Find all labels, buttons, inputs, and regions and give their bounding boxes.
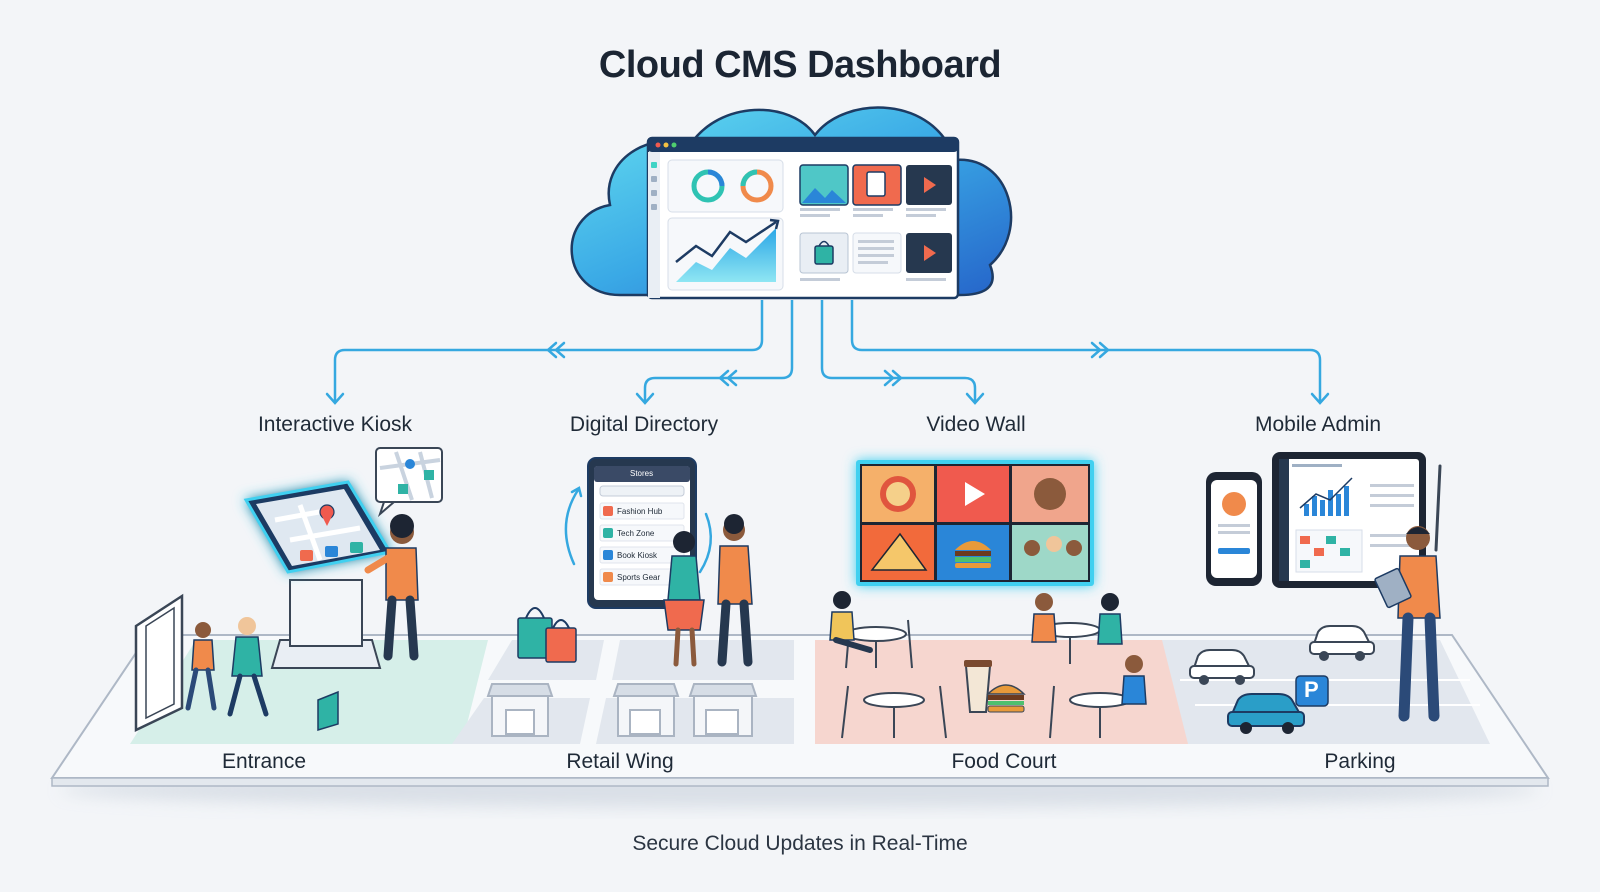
food-court-tables: [841, 619, 1131, 739]
label-parking: Parking: [1324, 750, 1396, 773]
person-icon: [663, 531, 705, 667]
footer-caption: Secure Cloud Updates in Real-Time: [632, 832, 968, 855]
label-entrance: Entrance: [221, 750, 307, 773]
person-icon: [717, 514, 753, 667]
parking-sign-letter: P: [1304, 677, 1319, 702]
directory-item-sports-gear[interactable]: Sports Gear: [617, 573, 661, 582]
bar-chart-icon: [1304, 486, 1349, 516]
donut-chart-icon: [740, 169, 774, 203]
map-bubble-icon: [375, 447, 443, 518]
label-interactive-kiosk: Interactive Kiosk: [257, 413, 413, 436]
map-pin-icon: [319, 504, 335, 526]
person-icon: [1374, 526, 1441, 722]
admin-tablet[interactable]: [1272, 452, 1426, 588]
trend-chart-icon: [675, 218, 780, 282]
digital-directory[interactable]: [587, 457, 697, 609]
directory-item-book-kiosk[interactable]: Book Kiosk: [617, 551, 658, 560]
label-food-court: Food Court: [951, 750, 1057, 773]
directory-item-tech-zone[interactable]: Tech Zone: [617, 529, 655, 538]
play-icon: [924, 177, 936, 193]
car-icon: [1189, 649, 1255, 685]
cms-dashboard-window[interactable]: [646, 136, 960, 300]
donut-chart-icon: [691, 169, 725, 203]
burger-icon: [955, 541, 991, 568]
person-icon: [1097, 593, 1123, 645]
video-wall[interactable]: [856, 460, 1094, 586]
connector-lines: [333, 300, 1322, 402]
connector-arrowheads: [325, 341, 1330, 405]
play-icon: [965, 482, 985, 506]
person-icon: [829, 591, 873, 653]
car-icon: [1227, 693, 1305, 734]
refresh-arrow-icon: [564, 486, 713, 574]
storefront-icon: [688, 683, 758, 737]
directory-header: Stores: [630, 469, 654, 478]
entrance-zone: [130, 640, 488, 744]
drink-cup-icon: [964, 660, 992, 713]
storefront-icon: [612, 683, 680, 737]
entrance-door-icon: [134, 593, 184, 732]
image-icon: [802, 188, 846, 203]
directory-item-fashion-hub[interactable]: Fashion Hub: [617, 507, 663, 516]
person-icon: [1031, 593, 1057, 643]
burger-icon: [986, 684, 1026, 713]
stylus-icon: [1434, 464, 1442, 552]
person-icon: [185, 622, 217, 711]
shopping-bag-icon: [814, 240, 834, 265]
play-icon: [924, 245, 936, 261]
person-icon: [364, 514, 419, 661]
calendar-grid: [1295, 529, 1363, 573]
car-icon: [1309, 625, 1375, 661]
shopping-bag-icon: [517, 607, 577, 663]
document-icon: [866, 171, 886, 197]
mobile-phone[interactable]: [1206, 472, 1262, 586]
label-mobile-admin: Mobile Admin: [1254, 413, 1382, 436]
page-title: Cloud CMS Dashboard: [598, 44, 1002, 86]
parking-sign-icon: [1295, 675, 1329, 707]
person-icon: [227, 617, 269, 717]
person-icon: [1121, 655, 1147, 705]
label-retail-wing: Retail Wing: [566, 750, 674, 773]
interactive-kiosk[interactable]: [243, 480, 393, 669]
storefront-icon: [486, 683, 554, 737]
label-video-wall: Video Wall: [926, 413, 1026, 436]
label-digital-directory: Digital Directory: [569, 413, 719, 436]
bin-icon: [317, 690, 339, 732]
